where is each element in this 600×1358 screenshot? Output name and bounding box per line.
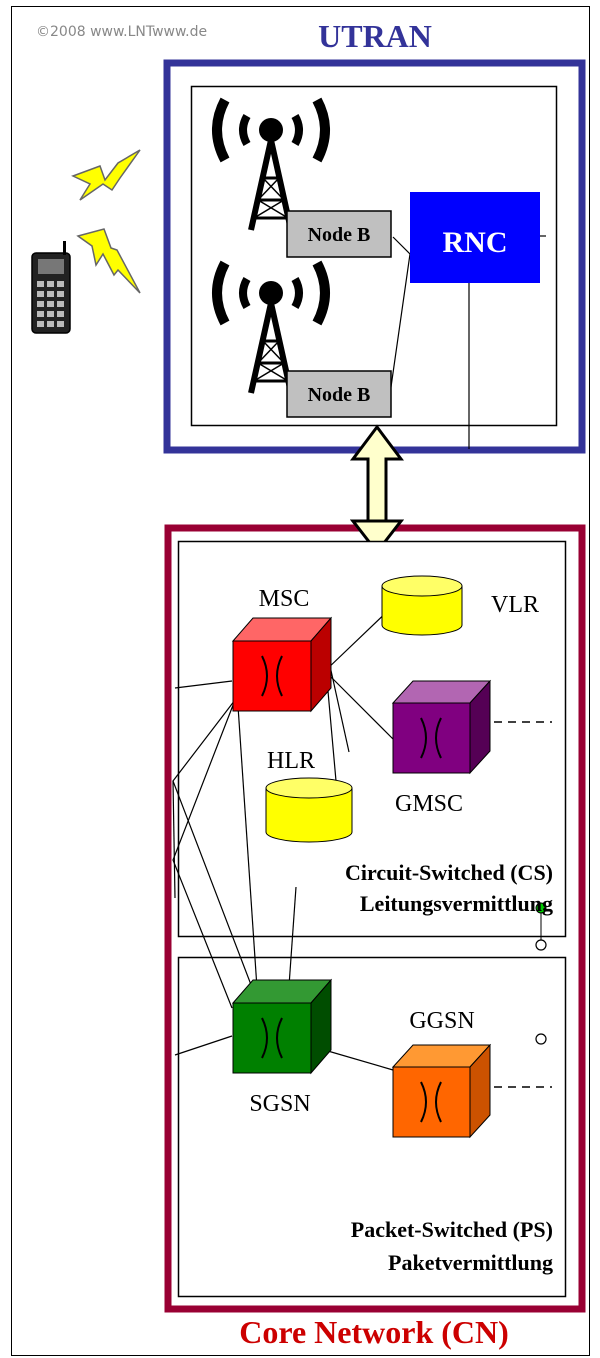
ggsn-label: GGSN — [409, 1008, 474, 1034]
lightning-bolt-icon — [76, 228, 141, 294]
connector-dot — [535, 1033, 547, 1045]
ggsn-switch-cube-icon — [391, 1043, 492, 1139]
rnc-label: RNC — [443, 226, 508, 259]
node-b-box-2 — [286, 370, 392, 418]
hlr-label: HLR — [267, 748, 315, 774]
copyright-text: ©2008 www.LNTwww.de — [36, 24, 207, 40]
connector-dot — [535, 939, 547, 951]
ps-caption-line2: Paketvermittlung — [388, 1250, 553, 1275]
core-network-title: Core Network (CN) — [239, 1314, 509, 1350]
cs-caption-line2: Leitungsvermittlung — [360, 891, 553, 916]
node-b-label-1: Node B — [308, 224, 371, 246]
cs-caption-line1: Circuit-Switched (CS) — [345, 860, 553, 885]
external-dashed-links — [494, 721, 552, 1088]
hlr-database-cylinder-icon — [265, 777, 353, 843]
sgsn-switch-cube-icon — [231, 978, 333, 1075]
msc-label: MSC — [259, 586, 310, 612]
node-b-label-2: Node B — [308, 384, 371, 406]
vlr-database-cylinder-icon — [381, 575, 463, 636]
utran-title: UTRAN — [318, 18, 432, 54]
msc-switch-cube-icon — [231, 616, 333, 713]
vlr-label: VLR — [491, 592, 539, 618]
node-b-box-1 — [286, 210, 392, 258]
gmsc-switch-cube-icon — [391, 679, 492, 775]
ps-caption-line1: Packet-Switched (PS) — [351, 1217, 553, 1242]
mobile-phone-icon — [31, 241, 71, 334]
core-links — [172, 605, 396, 1071]
cs-panel — [177, 540, 567, 938]
rnc-box — [410, 192, 540, 283]
sgsn-label: SGSN — [249, 1091, 310, 1117]
double-arrow-tip — [349, 519, 405, 555]
gmsc-label: GMSC — [395, 791, 463, 817]
lightning-bolt-icon — [71, 149, 141, 201]
